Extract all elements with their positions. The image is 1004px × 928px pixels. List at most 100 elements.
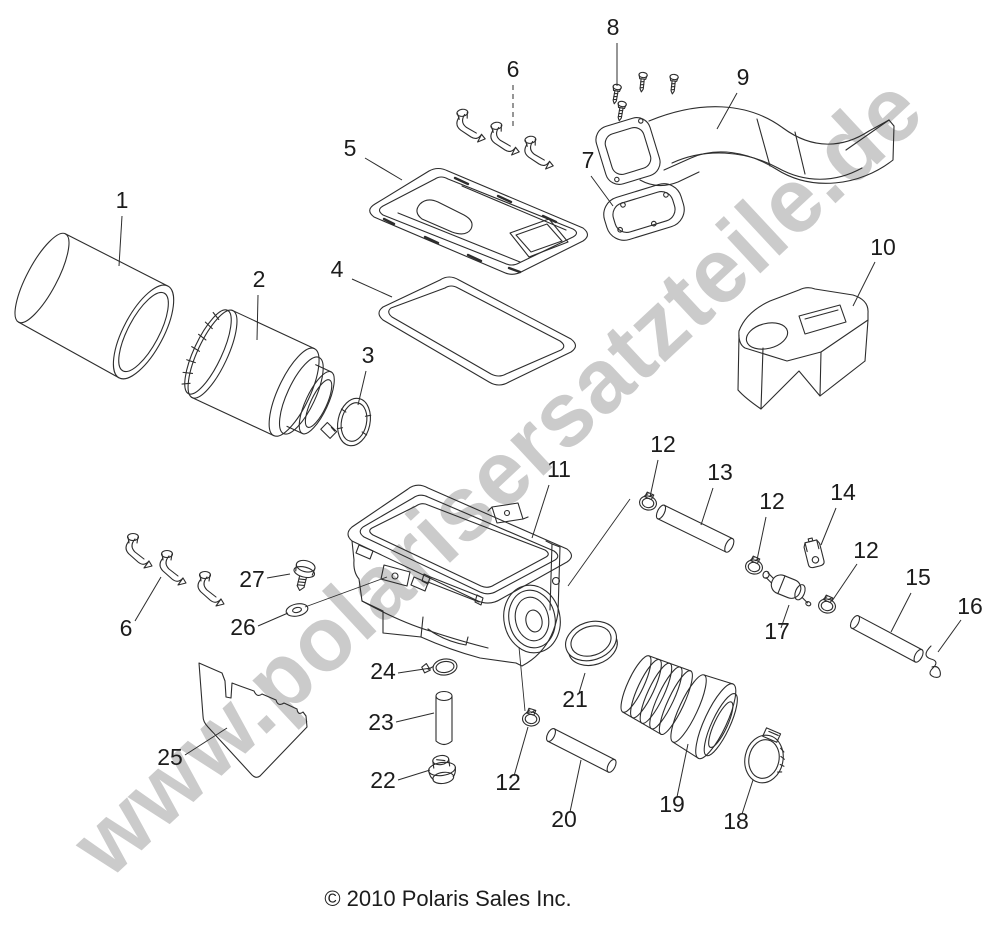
part-5-airbox-cover (369, 167, 589, 275)
callout-label-22: 22 (370, 767, 396, 793)
part-6-clamp (488, 119, 521, 159)
callout-label-8: 8 (607, 14, 620, 40)
callout-leader-line (780, 604, 790, 629)
callout-label-20: 20 (551, 806, 577, 832)
callout-label-19: 19 (659, 791, 685, 817)
callout-label-3: 3 (362, 342, 375, 368)
callout-leader-line (676, 743, 689, 798)
part-24-clamp-small (421, 658, 458, 676)
callout-leader-line (716, 92, 738, 130)
callout-label-12: 12 (650, 431, 676, 457)
callout-label-4: 4 (331, 256, 344, 282)
part-8-screw (667, 73, 680, 95)
assembly-line (567, 498, 631, 587)
callout-leader-line (852, 261, 876, 307)
callout-leader-line (741, 779, 754, 815)
part-16-wire-clip (925, 645, 941, 678)
part-4-cover-seal (378, 276, 577, 386)
callout-label-24: 24 (370, 658, 396, 684)
callout-leader-line (184, 727, 228, 756)
callout-leader-line (531, 484, 550, 539)
callout-label-2: 2 (253, 266, 266, 292)
part-8-screw (614, 100, 628, 123)
part-17-valve (762, 570, 812, 607)
callout-label-25: 25 (157, 744, 183, 770)
callout-leader-line (397, 667, 432, 674)
assembly-lines (304, 498, 631, 712)
callout-leader-line (590, 175, 614, 207)
callout-leader-line (266, 573, 291, 579)
part-12-clamp (743, 554, 766, 577)
callout-label-26: 26 (230, 614, 256, 640)
callout-leader-line (257, 612, 289, 627)
callout-label-23: 23 (368, 709, 394, 735)
callout-label-7: 7 (582, 147, 595, 173)
callout-label-12: 12 (495, 769, 521, 795)
part-20-drain-tube (545, 728, 617, 773)
callout-leader-line (831, 563, 858, 602)
callout-label-15: 15 (905, 564, 931, 590)
part-19-intake-boot (620, 655, 738, 760)
callout-label-6: 6 (120, 615, 133, 641)
part-6-clamp (197, 570, 225, 607)
callout-label-6: 6 (507, 56, 520, 82)
callout-leader-line (649, 459, 659, 498)
callout-label-14: 14 (830, 479, 856, 505)
callout-leader-line (937, 619, 962, 653)
part-13-vent-tube (655, 504, 735, 553)
callout-label-11: 11 (547, 456, 571, 482)
callout-leader-line (357, 370, 367, 406)
part-3-filter-clamp (320, 397, 372, 447)
part-7-intake-gasket (603, 183, 685, 241)
callout-label-12: 12 (853, 537, 879, 563)
assembly-line (304, 576, 388, 608)
callout-label-13: 13 (707, 459, 733, 485)
copyright-text: © 2010 Polaris Sales Inc. (324, 886, 571, 911)
assembly-line (518, 646, 526, 712)
callout-label-16: 16 (957, 593, 983, 619)
callout-leader-line (756, 516, 767, 561)
callout-leader-line (395, 712, 435, 723)
part-14-clip (803, 537, 825, 569)
callout-label-1: 1 (116, 187, 129, 213)
callout-leader-line (578, 672, 586, 694)
callout-leader-lines (118, 43, 962, 815)
part-6-clamp (125, 532, 153, 569)
callout-leader-line (397, 769, 431, 781)
callout-leader-line (134, 576, 162, 622)
part-18-hose-clamp (744, 727, 785, 784)
callout-label-12: 12 (759, 488, 785, 514)
callout-label-27: 27 (239, 566, 265, 592)
callout-leader-line (820, 507, 837, 546)
part-12-clamp (637, 490, 660, 513)
callout-label-9: 9 (737, 64, 750, 90)
part-26-washer (285, 603, 309, 617)
part-6-clamp (522, 133, 555, 173)
part-11-airbox-base (347, 484, 573, 667)
part-9-intake-duct (595, 106, 895, 187)
callout-leader-line (890, 592, 912, 633)
callout-label-17: 17 (764, 618, 790, 644)
callout-label-18: 18 (723, 808, 749, 834)
part-1-intake-tube (14, 232, 175, 380)
part-22-drain-valve (428, 754, 456, 785)
part-23-drain-tube-short (435, 690, 453, 746)
part-8-screw (636, 71, 649, 93)
callout-leader-line (256, 294, 259, 341)
callout-leader-line (351, 278, 393, 298)
part-25-foam-panel (198, 662, 308, 778)
callout-label-10: 10 (870, 234, 896, 260)
part-6-clamp (159, 549, 187, 586)
part-21-seal-ring (565, 620, 618, 667)
callout-leader-line (513, 726, 529, 777)
callout-labels: 1234567891011121212121314151617181920212… (116, 14, 983, 834)
part-27-bolt (293, 559, 316, 592)
part-2-air-filter (181, 309, 335, 437)
callout-label-21: 21 (562, 686, 588, 712)
callout-leader-line (700, 487, 714, 526)
callout-leader-line (364, 157, 403, 181)
callout-leader-line (118, 215, 123, 267)
callout-label-5: 5 (344, 135, 357, 161)
